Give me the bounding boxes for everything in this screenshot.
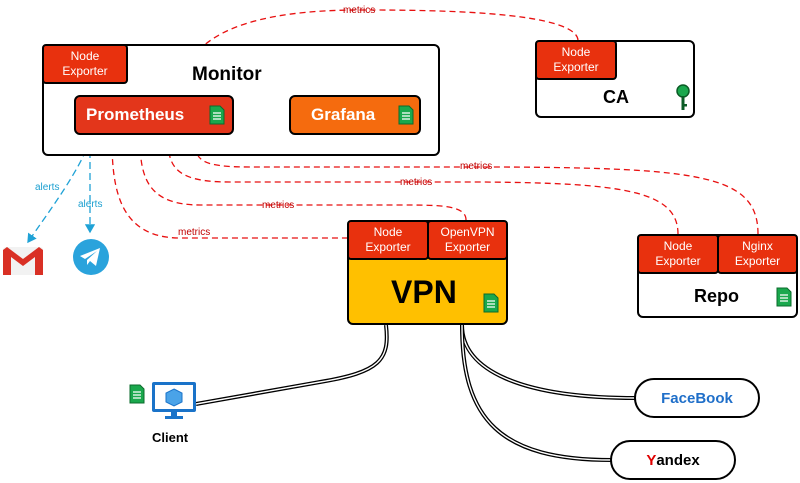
key-icon	[676, 84, 690, 110]
metrics-label-openvpn: metrics	[262, 200, 295, 211]
telegram-icon	[73, 239, 109, 275]
vpn-yandex-link	[460, 324, 613, 462]
metrics-link-repo-node	[162, 138, 679, 235]
repo-nginx-exporter: Nginx Exporter	[717, 234, 798, 274]
metrics-link-openvpn	[134, 138, 467, 221]
monitor-title: Monitor	[192, 64, 262, 85]
alerts-label-gmail: alerts	[35, 182, 60, 193]
metrics-label-repo-node: metrics	[400, 177, 433, 188]
alerts-label-telegram: alerts	[78, 199, 103, 210]
document-icon	[776, 287, 792, 307]
alerts-link-gmail	[27, 139, 91, 244]
ca-node-exporter: Node Exporter	[535, 40, 617, 80]
prometheus-label: Prometheus	[86, 105, 185, 124]
yandex-first-letter: Y	[646, 451, 657, 469]
document-icon	[483, 293, 499, 313]
facebook-label: FaceBook	[661, 389, 733, 407]
gmail-icon	[3, 247, 43, 275]
repo-title: Repo	[694, 286, 739, 306]
vm-icon	[152, 382, 196, 419]
vpn-facebook-link	[460, 324, 637, 400]
grafana-label: Grafana	[311, 105, 376, 124]
metrics-label-vpn-node: metrics	[178, 227, 211, 238]
repo-node-exporter: Node Exporter	[637, 234, 719, 274]
grafana-node: Grafana	[289, 95, 421, 135]
ca-title: CA	[603, 87, 629, 107]
document-icon	[398, 105, 414, 125]
vpn-title: VPN	[391, 274, 457, 310]
document-icon	[209, 105, 225, 125]
vpn-openvpn-exporter: OpenVPN Exporter	[427, 220, 508, 260]
metrics-label-ca: metrics	[343, 5, 376, 16]
metrics-link-vpn-node	[106, 138, 349, 239]
prometheus-node: Prometheus	[74, 95, 234, 135]
facebook-node: FaceBook	[634, 378, 760, 418]
metrics-link-repo-nginx	[189, 138, 759, 235]
document-icon	[129, 384, 145, 404]
metrics-link-ca	[175, 9, 579, 94]
metrics-label-repo-nginx: metrics	[460, 161, 493, 172]
monitor-node-exporter: Node Exporter	[42, 44, 128, 84]
vpn-client-link	[195, 324, 389, 406]
client-label: Client	[152, 430, 189, 445]
vpn-node-exporter: Node Exporter	[347, 220, 429, 260]
yandex-rest: andex	[656, 451, 700, 469]
